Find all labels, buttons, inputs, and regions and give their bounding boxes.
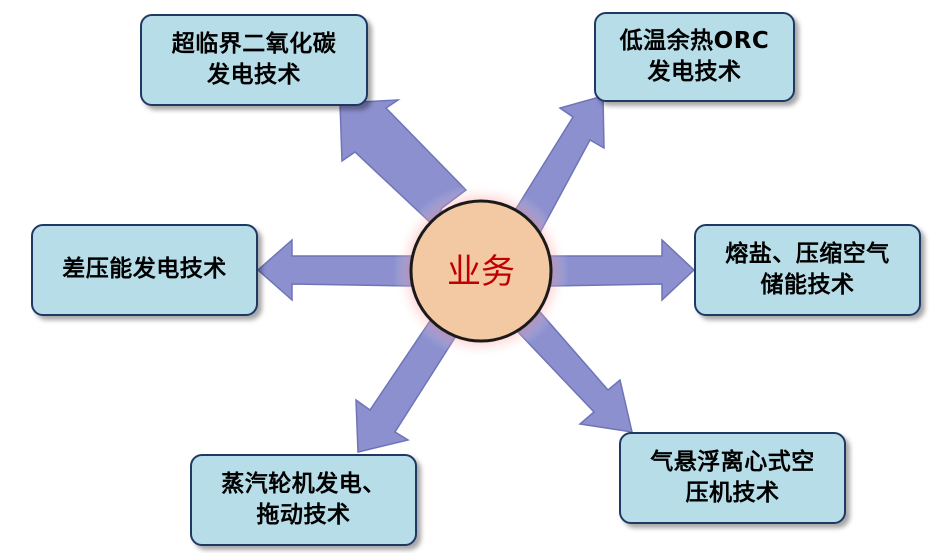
tech-box-line: 低温余热ORC [619, 27, 770, 54]
tech-box-line: 差压能发电技术 [62, 256, 227, 283]
tech-box-line: 压机技术 [685, 480, 780, 506]
tech-box-line: 超临界二氧化碳 [171, 30, 337, 57]
tech-box-line: 发电技术 [207, 62, 301, 88]
tech-box-pressure-power: 差压能发电技术 [31, 224, 258, 316]
tech-box-line: 储能技术 [760, 272, 855, 298]
arrow-to-steam [355, 316, 458, 453]
arrow-to-pressure [256, 238, 412, 302]
tech-box-line: 蒸汽轮机发电、 [221, 470, 386, 497]
center-label: 业务 [447, 252, 515, 292]
tech-box-energy-storage: 熔盐、压缩空气 储能技术 [694, 224, 921, 316]
center-circle [409, 199, 553, 343]
tech-box-air-compressor: 气悬浮离心式空 压机技术 [619, 432, 846, 524]
arrow-to-storage [550, 238, 696, 302]
tech-box-line: 拖动技术 [256, 502, 351, 528]
tech-box-steam-turbine: 蒸汽轮机发电、 拖动技术 [190, 454, 417, 546]
tech-box-line: 发电技术 [647, 59, 742, 85]
tech-box-orc-power: 低温余热ORC 发电技术 [594, 12, 795, 102]
arrow-to-aircomp [516, 310, 633, 433]
tech-box-line: 熔盐、压缩空气 [725, 240, 890, 267]
tech-box-line: 气悬浮离心式空 [650, 448, 815, 475]
tech-box-sco2-power: 超临界二氧化碳 发电技术 [140, 14, 368, 106]
